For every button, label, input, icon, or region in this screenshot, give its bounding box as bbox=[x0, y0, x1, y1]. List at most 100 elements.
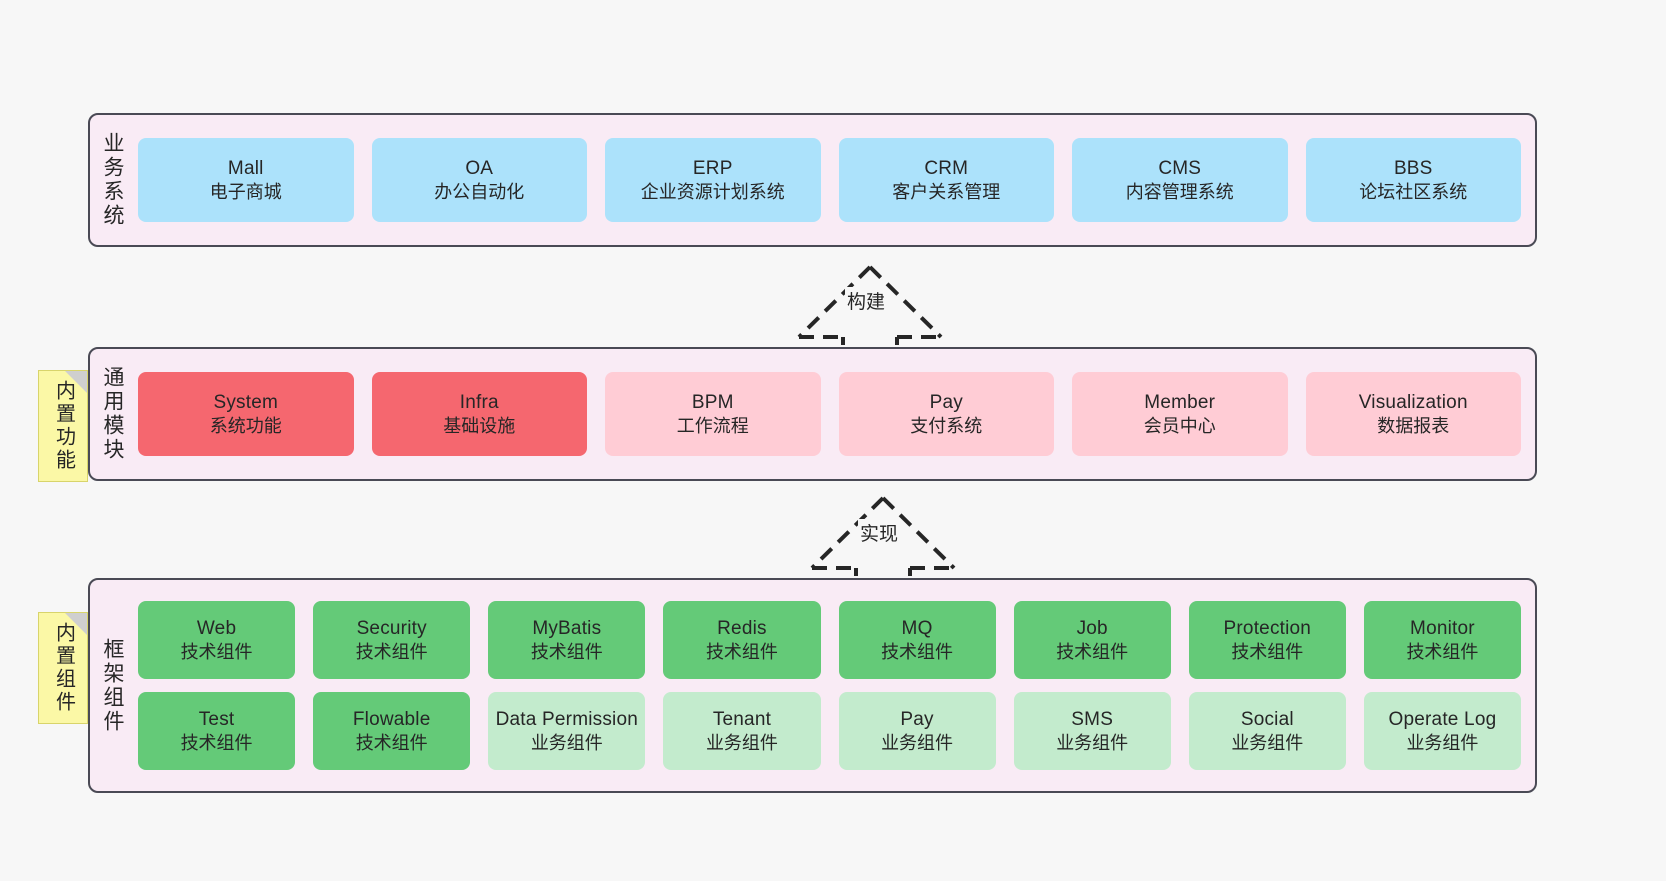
node-operate-log[interactable]: Operate Log 业务组件 bbox=[1363, 692, 1521, 770]
node-data-permission[interactable]: Data Permission 业务组件 bbox=[488, 692, 646, 770]
node-visualization-cn: 数据报表 bbox=[1377, 415, 1450, 436]
node-tenant-en: Tenant bbox=[712, 709, 772, 731]
sticky-fold-corner-icon bbox=[65, 371, 87, 393]
connector-build-label: 构建 bbox=[845, 287, 888, 314]
node-flowable-cn: 技术组件 bbox=[355, 732, 428, 753]
layer-body-business-system: Mall 电子商城 OA 办公自动化 ERP 企业资源计划系统 CRM 客户关系… bbox=[134, 115, 1535, 245]
node-cms-en: CMS bbox=[1158, 158, 1202, 180]
node-job-cn: 技术组件 bbox=[1056, 641, 1129, 662]
node-mybatis-en: MyBatis bbox=[532, 618, 602, 640]
node-web-en: Web bbox=[196, 618, 237, 640]
node-bpm-cn: 工作流程 bbox=[676, 415, 749, 436]
node-operate-log-en: Operate Log bbox=[1388, 709, 1497, 731]
layer-common-module: 通用模块 System 系统功能 Infra 基础设施 BPM 工作流程 Pay bbox=[88, 347, 1537, 481]
node-sms[interactable]: SMS 业务组件 bbox=[1013, 692, 1171, 770]
sticky-note-builtin-function: 内置功能 bbox=[38, 370, 88, 482]
sticky-note-builtin-component-label: 内置组件 bbox=[52, 622, 75, 714]
node-cms[interactable]: CMS 内容管理系统 bbox=[1072, 138, 1288, 222]
node-monitor-en: Monitor bbox=[1410, 618, 1475, 640]
node-oa-en: OA bbox=[465, 158, 494, 180]
node-redis[interactable]: Redis 技术组件 bbox=[663, 601, 821, 679]
layer-title-business-system: 业务系统 bbox=[101, 132, 125, 228]
node-pay-module-cn: 支付系统 bbox=[910, 415, 983, 436]
node-bbs[interactable]: BBS 论坛社区系统 bbox=[1305, 138, 1521, 222]
node-test-cn: 技术组件 bbox=[180, 732, 253, 753]
node-pay-module[interactable]: Pay 支付系统 bbox=[838, 372, 1054, 456]
node-erp-en: ERP bbox=[692, 158, 733, 180]
node-system[interactable]: System 系统功能 bbox=[138, 372, 354, 456]
layer-framework-component: 框架组件 Web 技术组件 Security 技术组件 MyBatis 技术组件 bbox=[88, 578, 1537, 793]
node-pay-component-cn: 业务组件 bbox=[881, 732, 954, 753]
node-infra[interactable]: Infra 基础设施 bbox=[371, 372, 587, 456]
node-test[interactable]: Test 技术组件 bbox=[138, 692, 296, 770]
node-job[interactable]: Job 技术组件 bbox=[1013, 601, 1171, 679]
connector-implement-arrow bbox=[810, 496, 956, 576]
node-mq-cn: 技术组件 bbox=[881, 641, 954, 662]
node-mybatis[interactable]: MyBatis 技术组件 bbox=[488, 601, 646, 679]
layer-title-common-module: 通用模块 bbox=[101, 366, 125, 462]
layer-body-framework-component: Web 技术组件 Security 技术组件 MyBatis 技术组件 Redi… bbox=[134, 580, 1535, 791]
sticky-note-builtin-component: 内置组件 bbox=[38, 612, 88, 724]
connector-build-arrow bbox=[797, 265, 943, 345]
node-operate-log-cn: 业务组件 bbox=[1406, 732, 1479, 753]
node-web-cn: 技术组件 bbox=[180, 641, 253, 662]
node-monitor[interactable]: Monitor 技术组件 bbox=[1363, 601, 1521, 679]
node-mall[interactable]: Mall 电子商城 bbox=[138, 138, 354, 222]
node-security-en: Security bbox=[356, 618, 427, 640]
node-pay-component[interactable]: Pay 业务组件 bbox=[838, 692, 996, 770]
node-mq-en: MQ bbox=[901, 618, 933, 640]
framework-node-row-2: Test 技术组件 Flowable 技术组件 Data Permission … bbox=[138, 692, 1521, 770]
node-sms-en: SMS bbox=[1071, 709, 1114, 731]
node-member[interactable]: Member 会员中心 bbox=[1072, 372, 1288, 456]
node-job-en: Job bbox=[1076, 618, 1108, 640]
node-system-cn: 系统功能 bbox=[209, 415, 282, 436]
node-crm[interactable]: CRM 客户关系管理 bbox=[838, 138, 1054, 222]
node-security[interactable]: Security 技术组件 bbox=[313, 601, 471, 679]
node-visualization[interactable]: Visualization 数据报表 bbox=[1305, 372, 1521, 456]
framework-node-row-1: Web 技术组件 Security 技术组件 MyBatis 技术组件 Redi… bbox=[138, 601, 1521, 679]
node-web[interactable]: Web 技术组件 bbox=[138, 601, 296, 679]
node-crm-en: CRM bbox=[924, 158, 969, 180]
sticky-note-builtin-function-label: 内置功能 bbox=[52, 380, 75, 472]
node-data-permission-cn: 业务组件 bbox=[530, 732, 603, 753]
node-protection-cn: 技术组件 bbox=[1231, 641, 1304, 662]
node-protection-en: Protection bbox=[1223, 618, 1312, 640]
layer-title-framework-component: 框架组件 bbox=[101, 637, 125, 734]
node-system-en: System bbox=[213, 392, 279, 414]
node-mybatis-cn: 技术组件 bbox=[530, 641, 603, 662]
framework-node-rows: Web 技术组件 Security 技术组件 MyBatis 技术组件 Redi… bbox=[138, 601, 1521, 770]
node-oa-cn: 办公自动化 bbox=[434, 181, 525, 202]
node-social-cn: 业务组件 bbox=[1231, 732, 1304, 753]
module-node-row: System 系统功能 Infra 基础设施 BPM 工作流程 Pay 支付系统… bbox=[138, 372, 1521, 456]
node-member-cn: 会员中心 bbox=[1143, 415, 1216, 436]
node-crm-cn: 客户关系管理 bbox=[892, 181, 1001, 202]
business-node-row: Mall 电子商城 OA 办公自动化 ERP 企业资源计划系统 CRM 客户关系… bbox=[138, 138, 1521, 222]
node-test-en: Test bbox=[198, 709, 235, 731]
layer-body-common-module: System 系统功能 Infra 基础设施 BPM 工作流程 Pay 支付系统… bbox=[134, 349, 1535, 479]
node-tenant-cn: 业务组件 bbox=[705, 732, 778, 753]
node-bpm[interactable]: BPM 工作流程 bbox=[605, 372, 821, 456]
node-mq[interactable]: MQ 技术组件 bbox=[838, 601, 996, 679]
node-security-cn: 技术组件 bbox=[355, 641, 428, 662]
node-bpm-en: BPM bbox=[691, 392, 734, 414]
node-tenant[interactable]: Tenant 业务组件 bbox=[663, 692, 821, 770]
node-protection[interactable]: Protection 技术组件 bbox=[1188, 601, 1346, 679]
node-infra-en: Infra bbox=[459, 392, 499, 414]
node-erp[interactable]: ERP 企业资源计划系统 bbox=[605, 138, 821, 222]
node-erp-cn: 企业资源计划系统 bbox=[640, 181, 785, 202]
node-mall-en: Mall bbox=[227, 158, 264, 180]
sticky-fold-corner-icon bbox=[65, 613, 87, 635]
layer-business-system: 业务系统 Mall 电子商城 OA 办公自动化 ERP 企业资源计划系统 CRM bbox=[88, 113, 1537, 247]
node-sms-cn: 业务组件 bbox=[1056, 732, 1129, 753]
node-redis-en: Redis bbox=[717, 618, 767, 640]
node-social[interactable]: Social 业务组件 bbox=[1188, 692, 1346, 770]
node-pay-component-en: Pay bbox=[900, 709, 934, 731]
node-redis-cn: 技术组件 bbox=[705, 641, 778, 662]
node-member-en: Member bbox=[1144, 392, 1216, 414]
node-oa[interactable]: OA 办公自动化 bbox=[371, 138, 587, 222]
node-cms-cn: 内容管理系统 bbox=[1125, 181, 1234, 202]
node-bbs-cn: 论坛社区系统 bbox=[1359, 181, 1468, 202]
node-visualization-en: Visualization bbox=[1358, 392, 1468, 414]
node-flowable[interactable]: Flowable 技术组件 bbox=[313, 692, 471, 770]
